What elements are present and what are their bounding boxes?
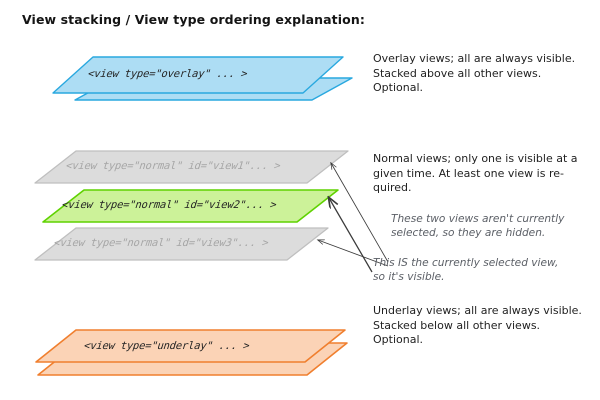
page-title: View stacking / View type ordering expla…: [22, 12, 365, 27]
normal-sheet-view2[interactable]: [42, 189, 339, 223]
normal-sheet-view1[interactable]: [34, 150, 349, 184]
underlay-sheet-front: [35, 329, 346, 363]
normal-sheet-view3[interactable]: [34, 227, 329, 261]
annotation-hidden-views: These two views aren't currently selecte…: [391, 213, 565, 240]
underlay-sheet-label: <view type="underlay" ... >: [82, 340, 252, 352]
underlay-description: Underlay views; all are always visible. …: [373, 304, 582, 347]
annotation-selected-view: This IS the currently selected view, so …: [373, 257, 559, 284]
overlay-sheet-front: [52, 56, 344, 94]
arrow-to-view3: [318, 240, 389, 267]
arrow-to-view1: [331, 163, 389, 263]
overlay-description: Overlay views; all are always visible. S…: [373, 52, 576, 95]
normal-description: Normal views; only one is visible at a g…: [373, 152, 578, 195]
arrow-to-view2: [329, 198, 373, 273]
annotation-arrows: [318, 163, 389, 273]
overlay-sheet-label: <view type="overlay" ... >: [86, 68, 250, 80]
underlay-stack[interactable]: [35, 329, 348, 376]
normal-sheet-label-view3: <view type="normal" id="view3"... >: [52, 237, 271, 249]
normal-sheet-label-view1: <view type="normal" id="view1"... >: [64, 160, 283, 172]
normal-stack[interactable]: [34, 150, 349, 261]
overlay-stack[interactable]: [52, 56, 353, 101]
normal-sheet-label-view2: <view type="normal" id="view2"... >: [60, 199, 279, 211]
